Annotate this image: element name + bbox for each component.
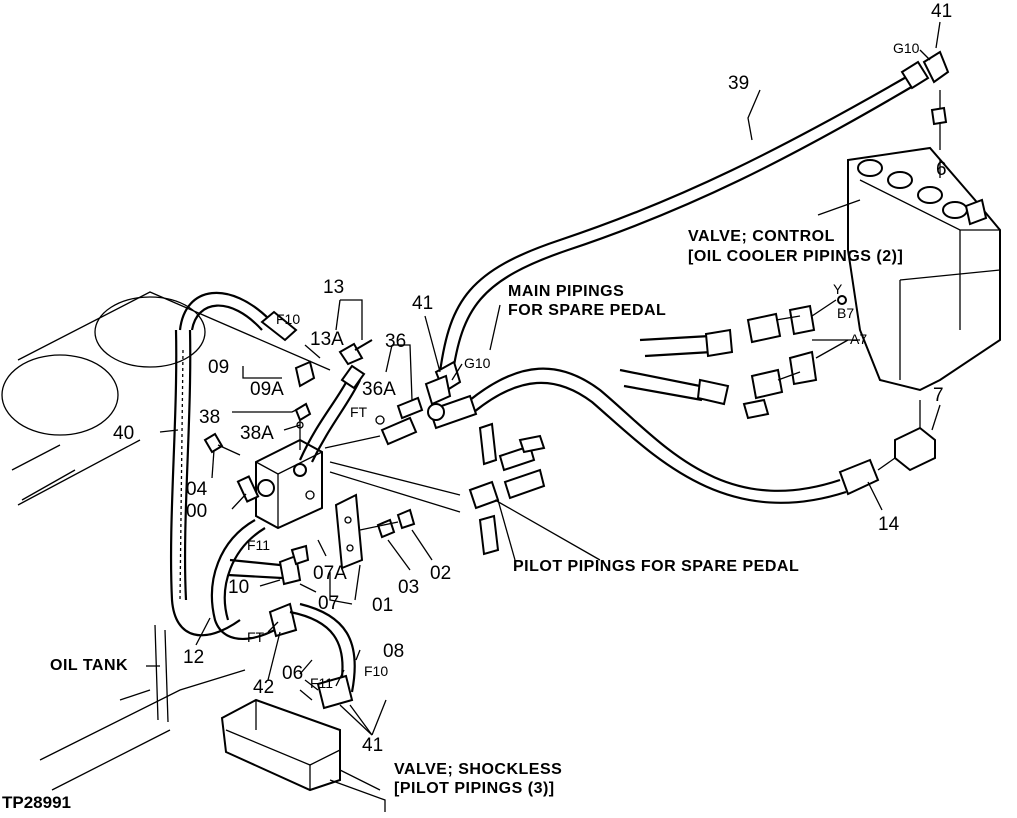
callout-ft-low: FT [247,629,265,645]
callout-13: 13 [323,277,345,298]
callout-g10-mid: G10 [464,355,491,371]
label-valve-control: VALVE; CONTROL [688,228,835,245]
callout-00: 00 [186,501,208,522]
callout-6: 6 [936,159,947,180]
callout-07a: 07A [313,563,347,584]
callout-12: 12 [183,647,205,668]
pilot-pipings [329,422,601,561]
callout-07: 07 [318,593,340,614]
callout-38a: 38A [240,423,274,444]
callout-39: 39 [728,73,750,94]
callout-08: 08 [383,641,405,662]
label-valve-shockless-sub: [PILOT PIPINGS (3)] [394,780,555,797]
hose-ft-top [298,364,366,463]
callout-04: 04 [186,479,208,500]
callout-14: 14 [878,514,900,535]
callout-f10-top: F10 [276,311,301,327]
callout-41-mid: 41 [412,293,434,314]
machine-frame [1,291,331,791]
callout-02: 02 [430,563,452,584]
callout-f11-low: F11 [310,675,334,691]
callout-ft-top: FT [350,404,368,420]
callout-f11-left: F11 [247,537,271,553]
leader-lines [146,21,941,736]
callout-13a: 13A [310,329,344,350]
callout-09: 09 [208,357,230,378]
hose-39 [424,50,950,406]
callout-b7: B7 [837,305,855,321]
callout-41-bottom: 41 [362,735,384,756]
callout-y: Y [833,281,843,297]
callout-7: 7 [933,385,944,406]
shockless-valve [220,698,386,812]
callout-06: 06 [282,663,304,684]
label-pilot-pipings: PILOT PIPINGS FOR SPARE PEDAL [513,558,800,575]
control-valve [847,90,1001,392]
label-oil-tank: OIL TANK [50,657,129,674]
callout-36: 36 [385,331,407,352]
callout-40: 40 [113,423,135,444]
callout-38: 38 [199,407,221,428]
callout-03: 03 [398,577,420,598]
callout-09a: 09A [250,379,284,400]
bracket-01 [334,493,416,570]
main-pipings [619,295,860,420]
callout-10: 10 [228,577,250,598]
callout-g10-top: G10 [893,40,920,56]
callout-f10-low: F10 [364,663,389,679]
manifold-fittings [203,339,373,456]
label-main-pipings-sub: FOR SPARE PEDAL [508,302,667,319]
callout-42: 42 [253,677,275,698]
manifold-block [236,438,323,530]
label-valve-control-sub: [OIL COOLER PIPINGS (2)] [688,248,904,265]
label-valve-shockless: VALVE; SHOCKLESS [394,761,563,778]
fitting-7 [877,400,936,472]
callout-a7: A7 [850,331,868,347]
callout-41-top: 41 [931,1,953,22]
callout-01: 01 [372,595,394,616]
hose-f10-top [178,291,298,342]
callout-36a: 36A [362,379,396,400]
hose-40 [169,329,241,637]
fittings-36 [324,396,424,449]
hose-g10-14 [427,367,880,504]
figure-reference-id: TP28991 [2,793,71,812]
label-main-pipings: MAIN PIPINGS [508,283,625,300]
